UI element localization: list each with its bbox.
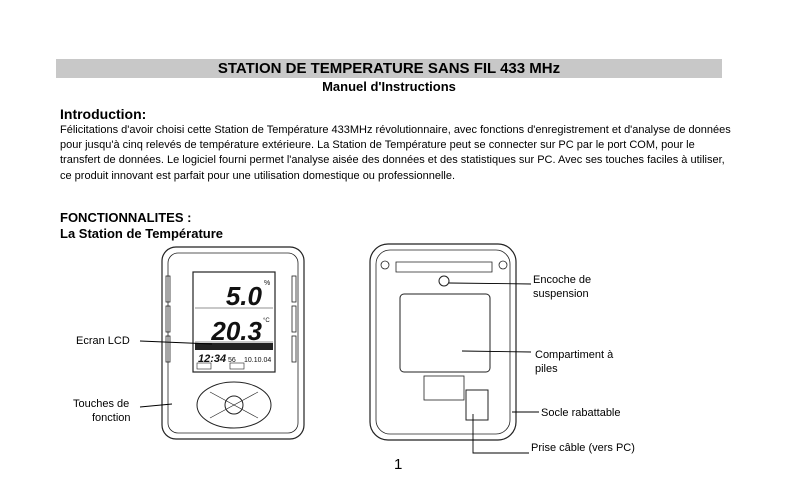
front-view-station — [161, 246, 305, 440]
label-pc-cable-socket: Prise câble (vers PC) — [531, 442, 635, 454]
label-function-keys-line1: Touches de — [73, 398, 130, 410]
features-subheading: La Station de Température — [60, 226, 224, 241]
function-keypad — [196, 381, 272, 429]
back-view-station — [369, 243, 517, 441]
lcd-value-mid: 20.3 — [210, 316, 262, 346]
label-battery-line1: Compartiment à — [535, 349, 614, 361]
label-battery-line2: piles — [535, 363, 558, 375]
label-function-keys-line2: fonction — [92, 412, 131, 424]
lcd-unit-top: % — [264, 280, 270, 287]
document-subtitle: Manuel d'Instructions — [322, 79, 456, 94]
lcd-unit-mid: °C — [263, 318, 270, 324]
hanging-notch — [438, 275, 450, 287]
intro-paragraph: Félicitations d'avoir choisi cette Stati… — [60, 124, 731, 182]
label-lcd-screen: Ecran LCD — [76, 335, 130, 347]
lcd-seconds: 56 — [228, 357, 236, 364]
callout-lines — [139, 282, 539, 454]
fold-out-stand — [465, 389, 489, 421]
features-heading: FONCTIONNALITES : — [60, 210, 192, 225]
lcd-screen — [192, 271, 276, 373]
lcd-date: 10.10.04 — [244, 357, 271, 364]
lcd-time: 12:34 — [198, 353, 226, 365]
battery-compartment — [399, 293, 491, 373]
label-hanging-notch-line1: Encoche de — [533, 274, 592, 286]
intro-heading: Introduction: — [60, 106, 147, 122]
page-number: 1 — [394, 456, 403, 473]
label-hanging-notch-line2: suspension — [533, 288, 589, 300]
label-fold-out-stand: Socle rabattable — [541, 407, 621, 419]
document-title: STATION DE TEMPERATURE SANS FIL 433 MHz — [56, 59, 722, 78]
features-section: FONCTIONNALITES : La Station de Températ… — [60, 210, 223, 242]
side-grips-right — [291, 275, 297, 363]
lcd-value-top: 5.0 — [226, 281, 263, 311]
side-grips-left — [165, 275, 171, 363]
